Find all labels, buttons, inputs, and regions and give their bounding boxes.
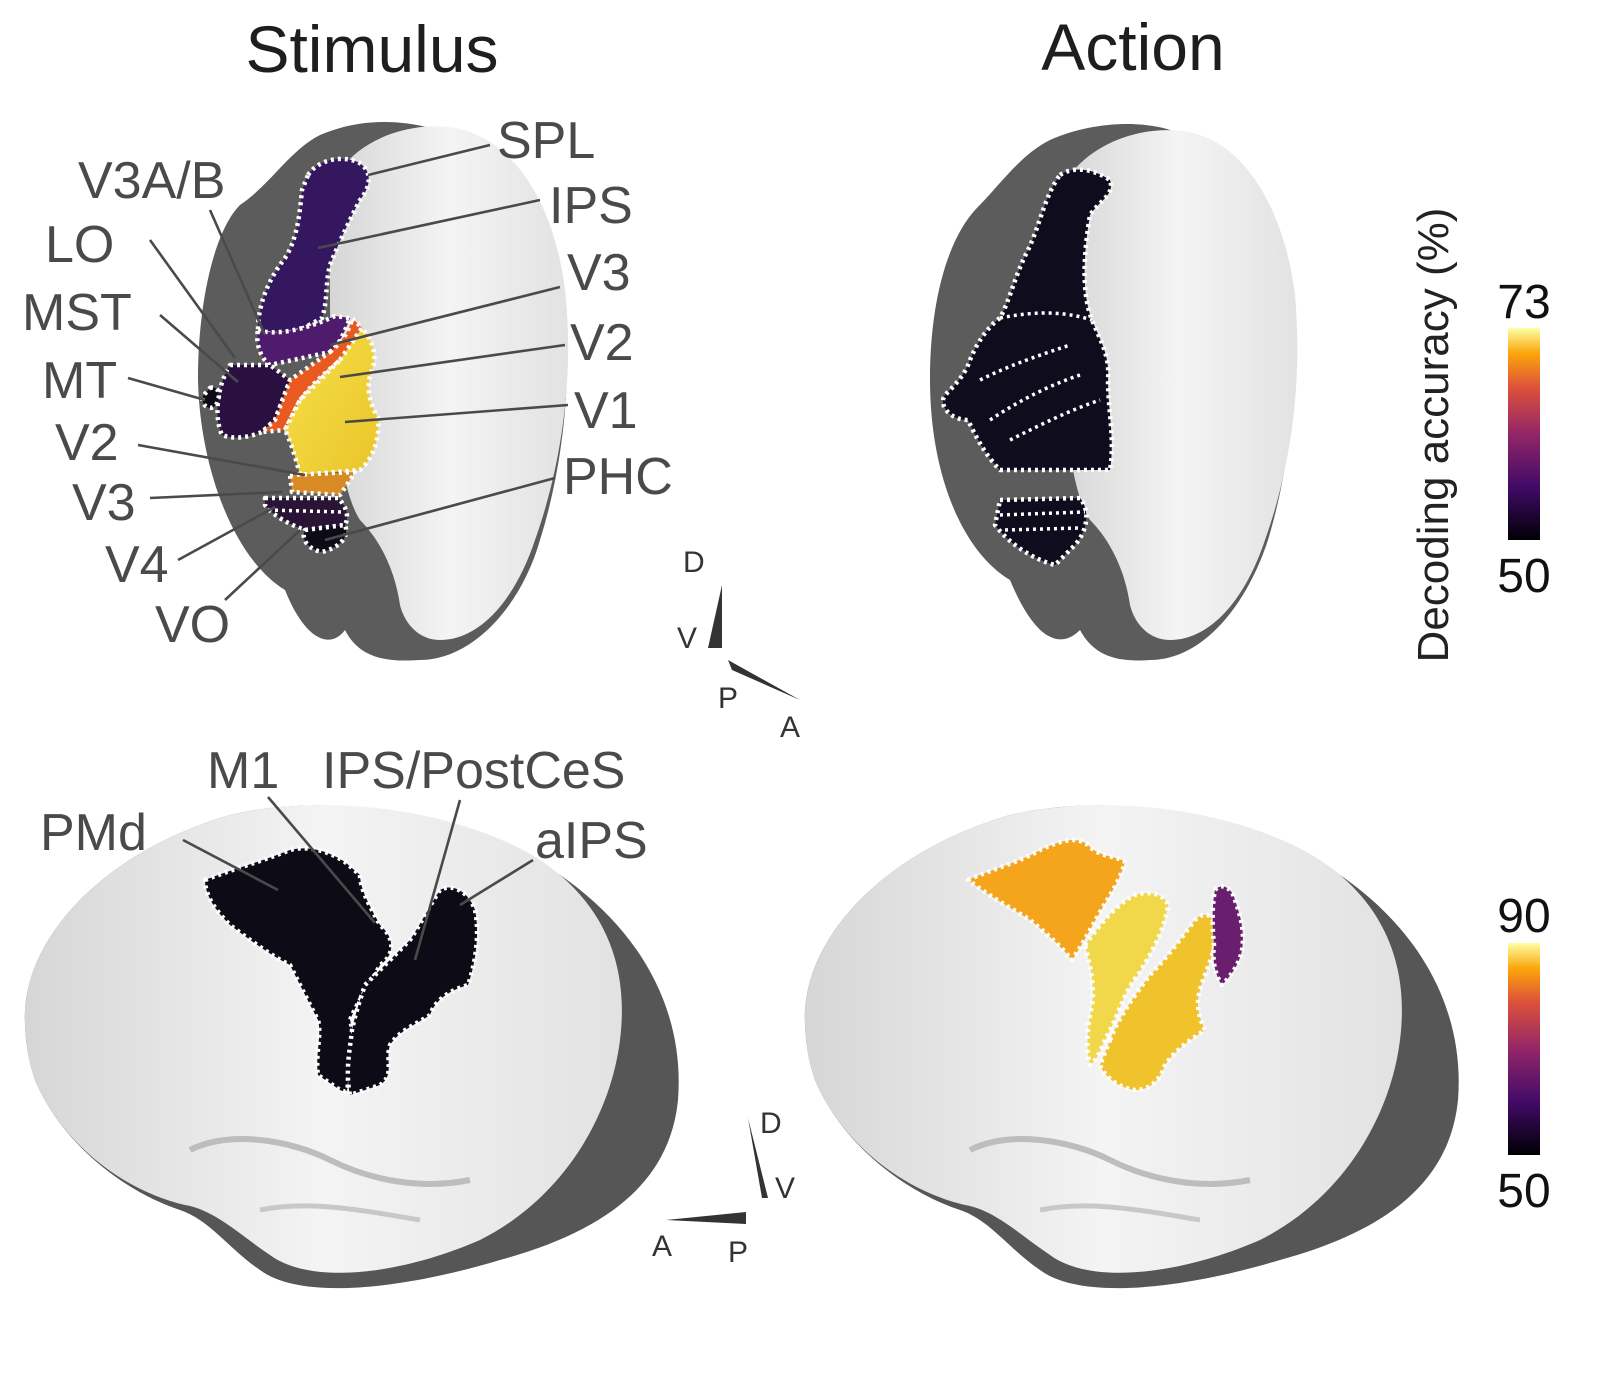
- roi-ips-postces-aips: [345, 885, 480, 1098]
- heading-stimulus: Stimulus: [245, 12, 498, 86]
- roi-v2-ventral: [287, 469, 358, 498]
- colorbar-bottom-min: 50: [1497, 1165, 1550, 1218]
- roi-boundary: [979, 343, 1071, 382]
- label-v3-ventral: V3: [72, 474, 136, 532]
- label-lo: LO: [45, 216, 114, 274]
- roi-ips-spl: [255, 156, 371, 337]
- label-v2-dorsal: V2: [570, 314, 634, 372]
- roi-aips-action: [1210, 884, 1246, 988]
- leader-v4: [177, 505, 276, 562]
- brain-posterior-action: [930, 124, 1298, 661]
- label-spl: SPL: [497, 112, 595, 170]
- label-ips: IPS: [549, 177, 633, 235]
- roi-v2-boundary: [298, 358, 342, 401]
- roi-pmd-action: [965, 837, 1128, 963]
- arrow-pa-icon: [728, 660, 800, 700]
- brain-lateral-surface: [1060, 130, 1298, 641]
- arrow-dv-icon: [708, 585, 722, 648]
- leader-v3-ventral: [149, 490, 283, 500]
- leader-vo: [224, 529, 301, 601]
- orient-bottom-p: P: [728, 1236, 748, 1269]
- roi-vo-phc: [301, 522, 349, 555]
- leader-lo: [148, 239, 237, 359]
- label-aips: aIPS: [535, 812, 648, 870]
- leader-v2-ventral: [137, 443, 306, 477]
- orient-top-p: P: [718, 682, 738, 715]
- leader-ips-postces: [413, 799, 462, 961]
- orient-bottom-a: A: [652, 1230, 672, 1263]
- leader-m1: [267, 796, 376, 924]
- colorbar-bottom: 90 50: [1497, 890, 1550, 1218]
- colorbar-top-title: Decoding accuracy (%): [1409, 208, 1458, 663]
- label-phc: PHC: [563, 448, 673, 506]
- brain-posterior-stimulus: SPL V3A/B IPS LO V3 MST V2 MT V1 V2 PHC …: [22, 112, 673, 661]
- leader-mst: [159, 314, 239, 383]
- brain-lateral-action: [804, 805, 1459, 1289]
- heading-action: Action: [1041, 10, 1224, 84]
- label-mst: MST: [22, 284, 132, 342]
- leader-v3ab: [208, 209, 267, 336]
- colorbar-bottom-max: 90: [1497, 890, 1550, 943]
- orient-top-v: V: [677, 622, 697, 655]
- roi-v3-v4-ventral: [262, 495, 350, 533]
- roi-boundary: [1004, 526, 1081, 532]
- brain-lateral-stimulus: M1 IPS/PostCeS PMd aIPS: [24, 742, 679, 1289]
- roi-pmd-m1: [202, 846, 394, 1094]
- colorbar-top-max: 73: [1497, 276, 1550, 329]
- roi-boundary: [1009, 398, 1101, 442]
- label-v2-ventral: V2: [55, 414, 119, 472]
- roi-boundary: [999, 311, 1093, 322]
- roi-ventral-cluster: [992, 495, 1089, 568]
- leader-phc: [324, 476, 556, 542]
- roi-mt: [200, 385, 222, 411]
- roi-v3ab: [255, 313, 353, 368]
- brain-sulcus: [259, 1203, 421, 1223]
- arrow-ap-icon: [666, 1212, 746, 1224]
- leader-v2-dorsal: [339, 343, 566, 379]
- brain-sulcus: [1039, 1203, 1201, 1223]
- label-pmd: PMd: [40, 804, 147, 862]
- brain-sulcus: [188, 1136, 471, 1187]
- leader-v3-dorsal: [329, 285, 561, 347]
- roi-boundary: [999, 510, 1086, 517]
- label-vo: VO: [155, 596, 230, 654]
- roi-lo-mst: [215, 362, 293, 440]
- orient-top-a: A: [780, 711, 800, 744]
- orientation-indicator-bottom: D V A P: [652, 1107, 795, 1269]
- orient-bottom-d: D: [760, 1107, 782, 1140]
- orientation-indicator-top: D V P A: [677, 546, 800, 744]
- leader-aips: [459, 858, 534, 907]
- colorbar-bottom-gradient: [1508, 943, 1540, 1155]
- colorbar-top-gradient: [1508, 328, 1540, 540]
- colorbar-top-min: 50: [1497, 550, 1550, 603]
- roi-ips-postces-action: [1097, 912, 1218, 1093]
- orient-top-d: D: [683, 546, 705, 579]
- leader-ips: [317, 198, 541, 250]
- label-v4: V4: [105, 536, 169, 594]
- roi-m1-action: [1082, 890, 1171, 1068]
- label-ips-postces: IPS/PostCeS: [322, 742, 625, 800]
- roi-v1-v2: [282, 325, 381, 478]
- leader-spl: [367, 143, 491, 177]
- label-v3ab: V3A/B: [78, 152, 225, 210]
- arrow-dv-icon: [748, 1118, 768, 1198]
- leader-v1: [344, 403, 569, 424]
- label-v3-dorsal: V3: [567, 244, 631, 302]
- roi-v3-dorsal: [259, 315, 365, 435]
- brain-sulcus: [968, 1136, 1251, 1187]
- leader-pmd: [182, 838, 279, 892]
- roi-visual-cluster: [940, 167, 1115, 473]
- label-m1: M1: [207, 742, 279, 800]
- label-v1: V1: [574, 382, 638, 440]
- orient-bottom-v: V: [775, 1172, 795, 1205]
- colorbar-top: 73 50 Decoding accuracy (%): [1409, 208, 1551, 663]
- leader-mt: [127, 376, 206, 402]
- roi-v4-boundary: [267, 508, 343, 514]
- brain-lateral-surface: [330, 126, 569, 641]
- label-mt: MT: [42, 352, 117, 410]
